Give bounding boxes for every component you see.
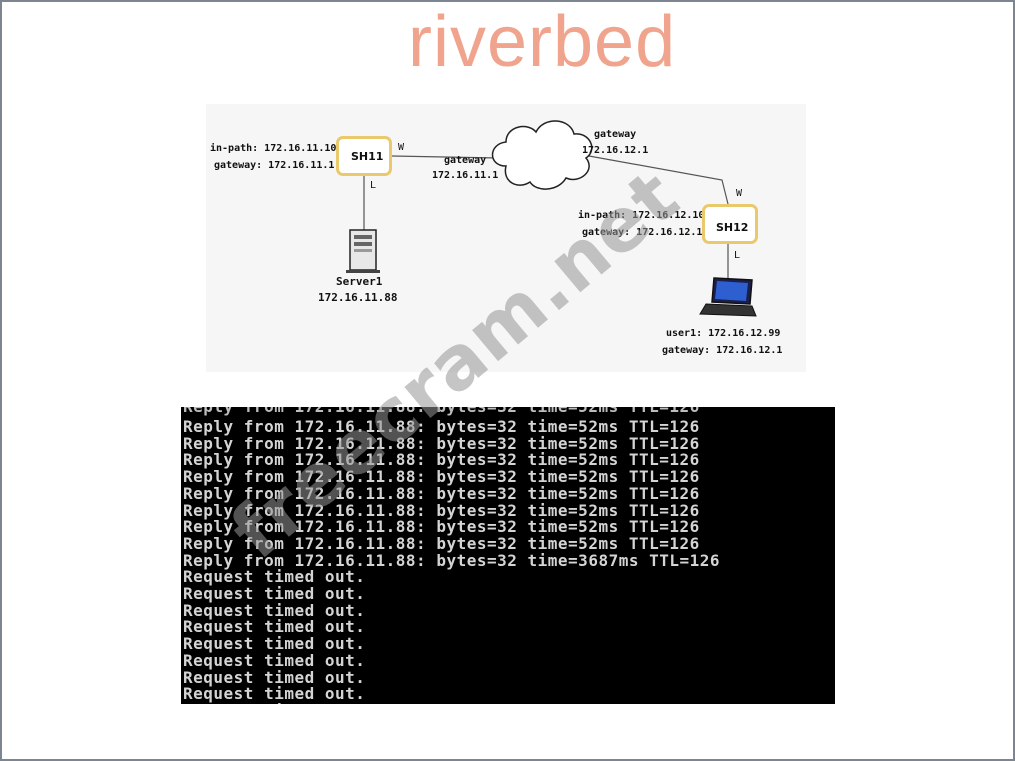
console-line: Reply from 172.16.11.88: bytes=32 time=5…: [183, 517, 700, 537]
diagram-links: [346, 120, 757, 317]
sh11-lan-port: L: [370, 180, 377, 191]
sh11-gateway-label: gateway: 172.16.11.1: [214, 160, 335, 171]
user-ip: user1: 172.16.12.99: [666, 328, 781, 339]
sh12-name: SH12: [716, 221, 749, 234]
console-line: Reply from 172.16.11.88: bytes=32 time=5…: [183, 483, 700, 503]
sh11-inpath-label: in-path: 172.16.11.101: [210, 143, 343, 154]
server-icon: [346, 229, 380, 273]
sh12-inpath-label: in-path: 172.16.12.101: [578, 210, 711, 221]
console-line-partial: Reply from 172.16.11.88: bytes=32 time=5…: [183, 407, 700, 415]
sh12-lan-port: L: [734, 250, 741, 261]
console-line: Reply from 172.16.11.88: bytes=32 time=5…: [183, 450, 700, 470]
console-line: Request timed out.: [183, 684, 366, 704]
link-sh11-cloud: [391, 155, 499, 159]
sh11-appliance: [336, 136, 392, 176]
console-line: Reply from 172.16.11.88: bytes=32 time=5…: [183, 467, 700, 487]
console-line: Reply from 172.16.11.88: bytes=32 time=5…: [183, 500, 700, 520]
left-gateway-ip: 172.16.11.1: [432, 170, 499, 181]
link-cloud-sh12: [577, 153, 729, 205]
riverbed-logo: riverbed: [408, 2, 677, 82]
console-line: Request timed out.: [183, 617, 366, 637]
console-line: Request timed out.: [183, 634, 366, 654]
sh11-name: SH11: [351, 150, 384, 163]
sh12-appliance: [702, 204, 758, 244]
console-line: Request timed out.: [183, 567, 366, 587]
console-line: Request timed out.: [183, 600, 366, 620]
console-line: Reply from 172.16.11.88: bytes=32 time=3…: [183, 550, 721, 570]
console-line: Request timed out.: [183, 584, 366, 603]
console-line: Reply from 172.16.11.88: bytes=32 time=5…: [183, 417, 700, 436]
sh11-wan-port: W: [398, 142, 405, 153]
console-line: Request timed out.: [183, 650, 366, 670]
right-gateway-ip: 172.16.12.1: [582, 145, 649, 156]
console-line: Reply from 172.16.11.88: bytes=32 time=5…: [183, 533, 700, 553]
left-gateway-label: gateway: [444, 155, 487, 166]
wan-cloud-icon: [491, 120, 593, 190]
console-line: Reply from 172.16.11.88: bytes=32 time=5…: [183, 433, 700, 453]
sh12-wan-port: W: [736, 188, 743, 199]
console-line: Request timed out.: [183, 667, 366, 687]
user-gateway: gateway: 172.16.12.1: [662, 345, 783, 356]
network-diagram: in-path: 172.16.11.101 gateway: 172.16.1…: [206, 104, 806, 372]
console-line: Request timed out.: [183, 702, 365, 704]
ping-console-output: Reply from 172.16.11.88: bytes=32 time=5…: [181, 407, 835, 704]
server-ip: 172.16.11.88: [318, 291, 398, 304]
right-gateway-label: gateway: [594, 129, 637, 140]
sh12-gateway-label: gateway: 172.16.12.1: [582, 227, 703, 238]
server-name: Server1: [336, 275, 383, 288]
laptop-icon: [699, 277, 757, 317]
